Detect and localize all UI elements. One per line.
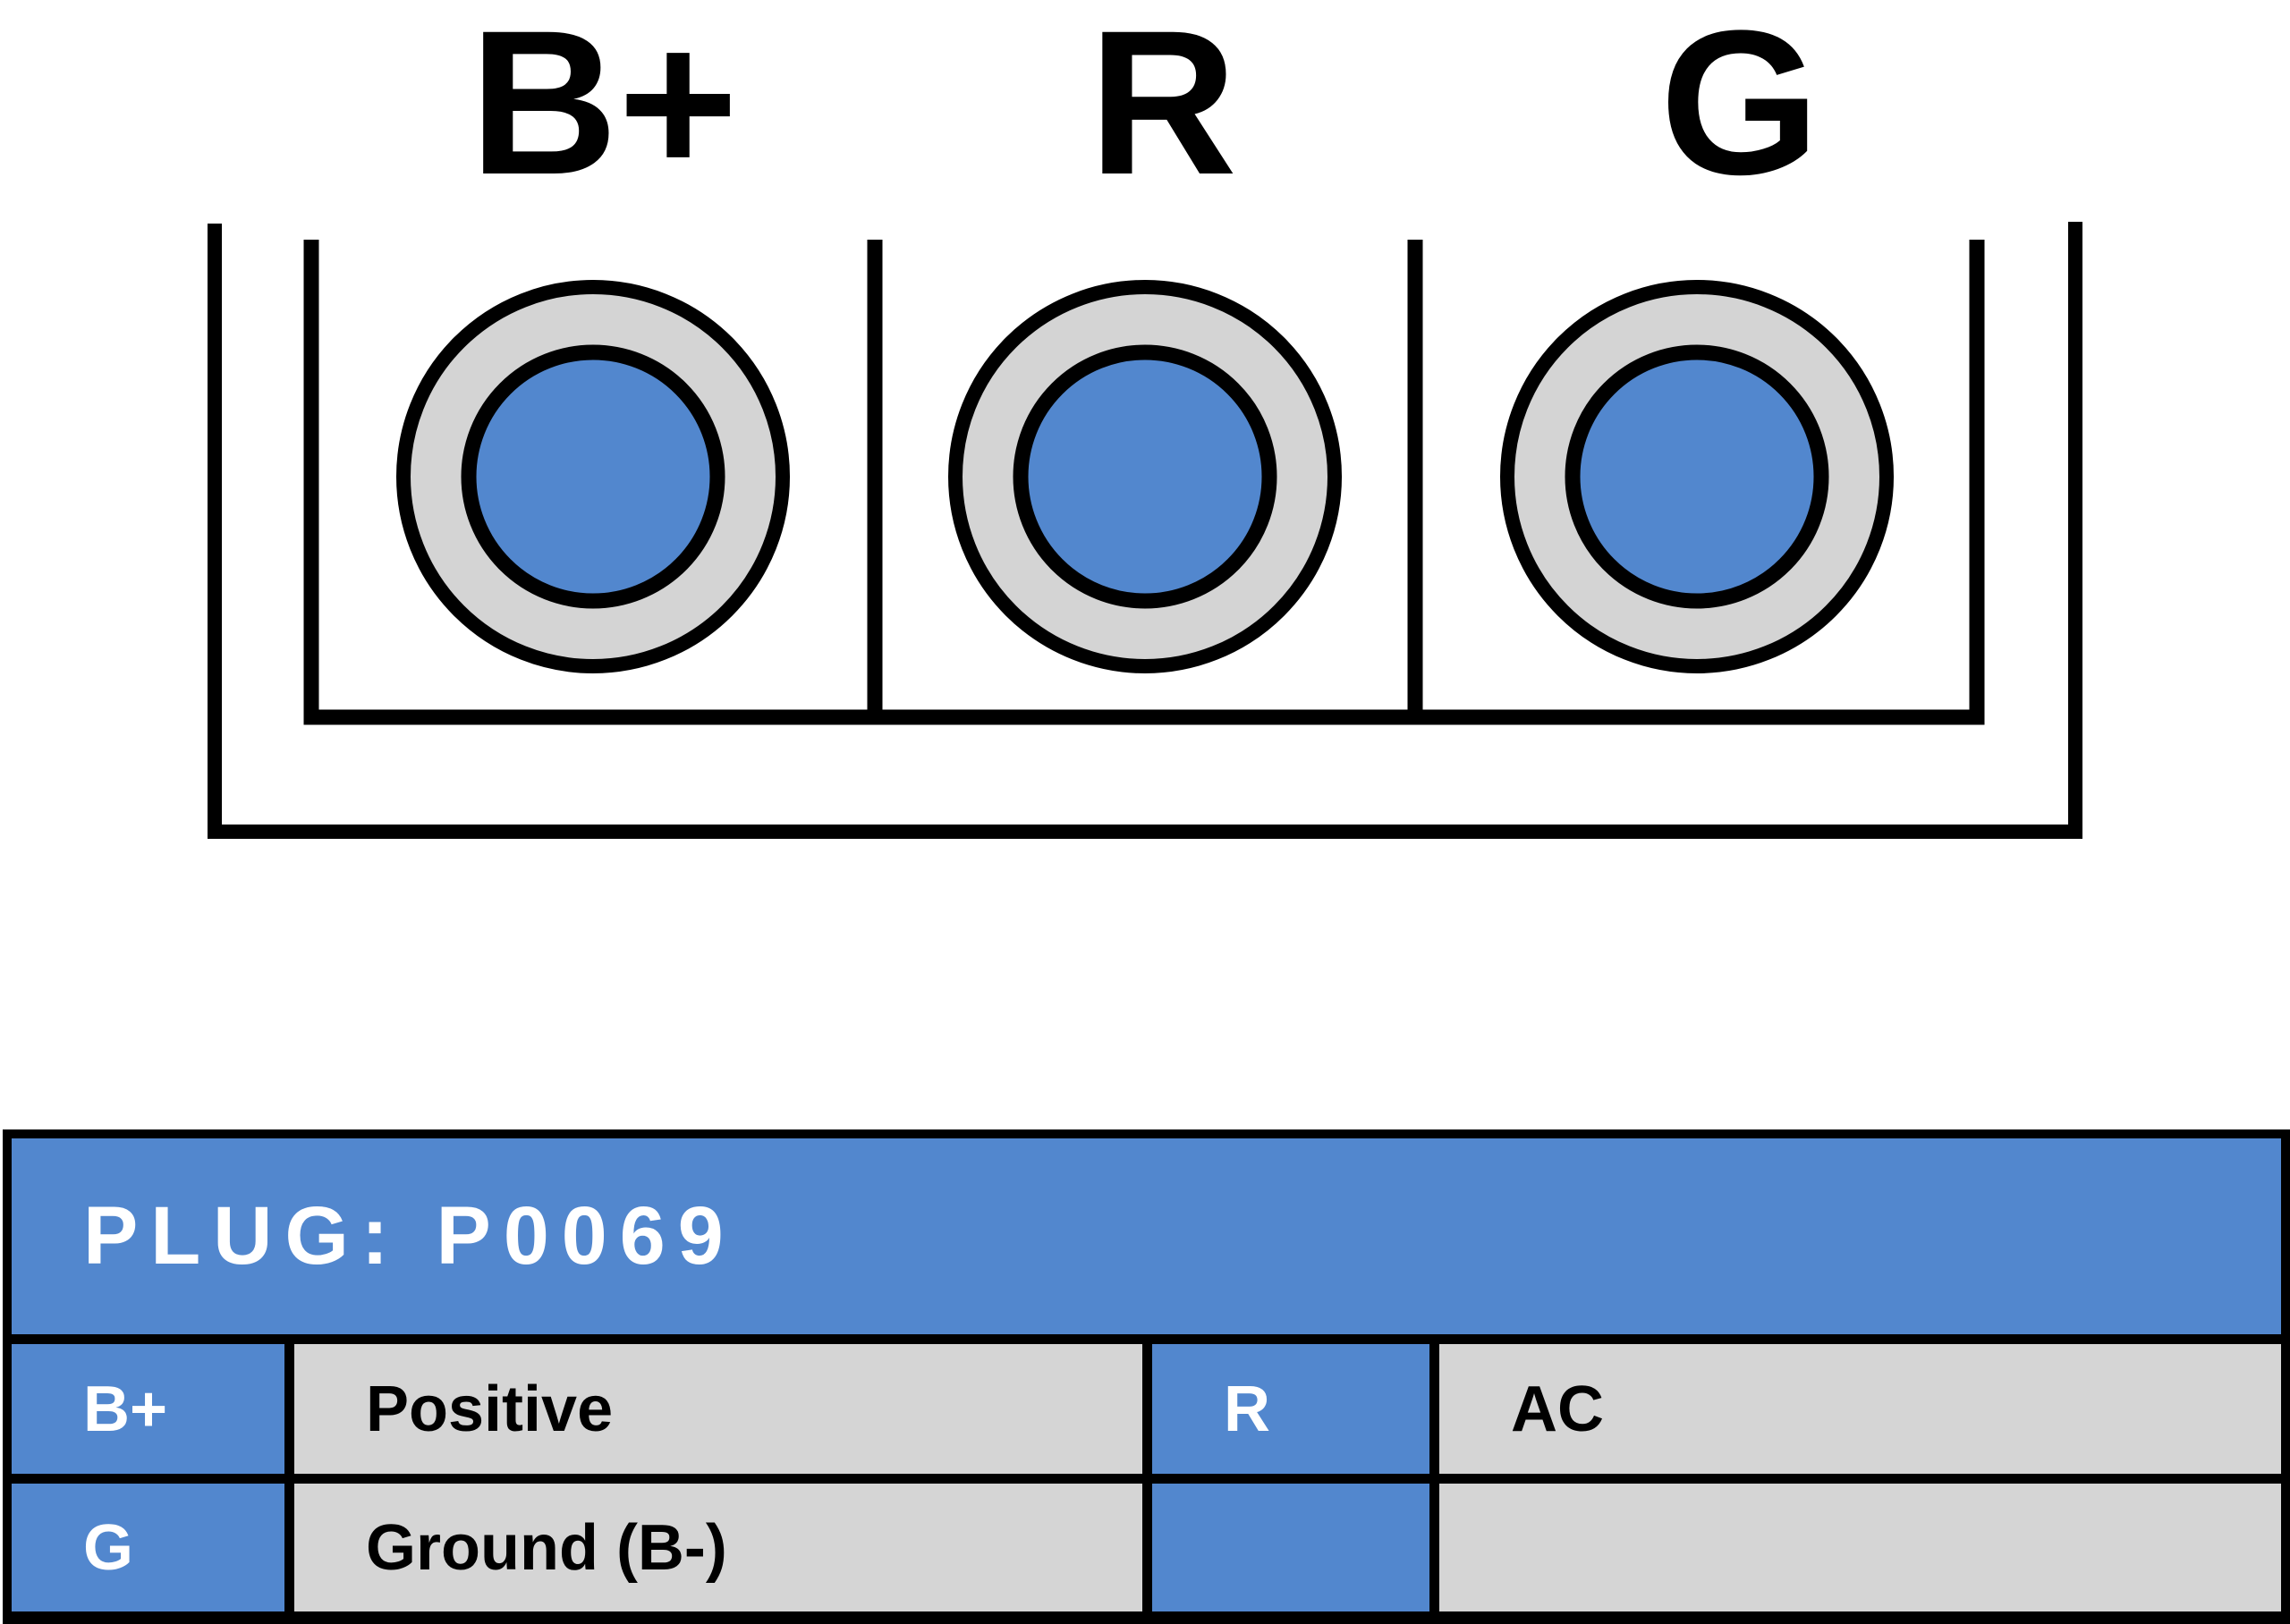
table-cell-pin-empty: [1152, 1484, 1429, 1611]
table-cell-pin-bplus: B+: [12, 1344, 284, 1474]
terminal-g-pin: [1565, 344, 1829, 609]
table-cell-desc-ground: Ground (B-): [294, 1484, 1142, 1611]
table-cell-desc-ac: AC: [1439, 1344, 2281, 1474]
terminal-bplus: [396, 280, 790, 673]
plug-table: PLUG: P0069 B+ Positive R AC G Ground (B…: [3, 1129, 2290, 1624]
terminal-g: [1500, 280, 1894, 673]
terminal-r-pin: [1013, 344, 1277, 609]
connector-inner-shell: [303, 240, 1985, 725]
pin-label-g: G: [1659, 0, 1820, 217]
plug-table-title: PLUG: P0069: [12, 1138, 2281, 1334]
connector-outer-shell: [208, 222, 2082, 839]
connector-drawing: [208, 222, 2082, 839]
terminal-r: [948, 280, 1342, 673]
table-cell-desc-positive: Positive: [294, 1344, 1142, 1474]
terminal-bplus-pin: [461, 344, 725, 609]
table-cell-desc-empty: [1439, 1484, 2281, 1611]
pin-label-bplus: B+: [469, 0, 739, 217]
table-cell-pin-r: R: [1152, 1344, 1429, 1474]
connector-diagram: B+ R G: [208, 0, 2082, 839]
pin-label-r: R: [1088, 0, 1238, 217]
table-cell-pin-g: G: [12, 1484, 284, 1611]
